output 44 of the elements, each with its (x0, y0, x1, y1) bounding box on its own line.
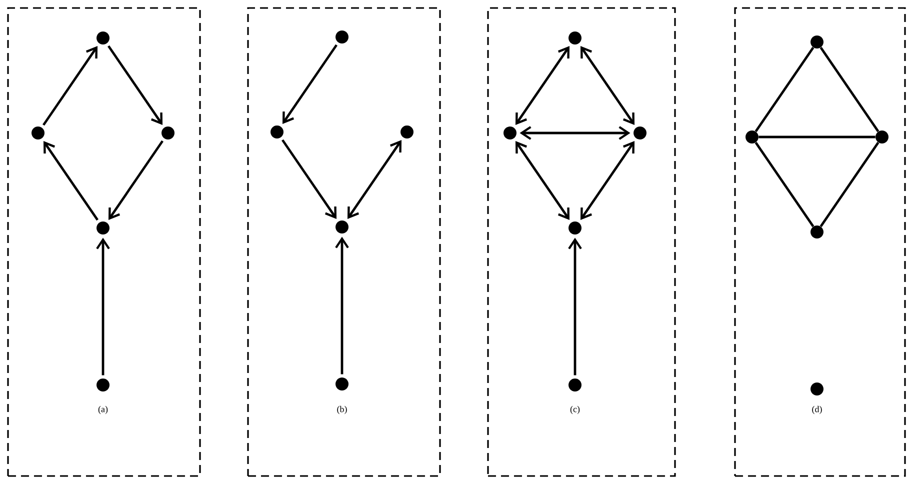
panel-box: (d) (734, 7, 906, 477)
panel-box: (b) (247, 7, 441, 477)
dot (32, 126, 44, 140)
dot (270, 126, 284, 138)
arrow (515, 46, 570, 125)
dot (336, 378, 348, 390)
arrow (580, 46, 635, 125)
arrow (580, 141, 635, 220)
dot (810, 226, 824, 238)
arrow (96, 238, 110, 376)
dot (746, 130, 758, 144)
line (754, 46, 814, 132)
line (820, 46, 880, 132)
line (754, 142, 814, 228)
dot (634, 126, 646, 140)
arrow (515, 141, 570, 220)
panel-box: (a) (7, 7, 201, 477)
dot (568, 378, 582, 392)
arrow (347, 140, 402, 219)
panel-box: (c) (487, 7, 676, 477)
arrow (43, 141, 99, 221)
dot (96, 378, 110, 392)
line (758, 136, 876, 138)
arrow (282, 139, 337, 219)
dot (336, 220, 348, 234)
dot (162, 126, 174, 140)
line (820, 142, 880, 228)
dot (504, 126, 516, 140)
dot (810, 36, 824, 48)
arrow (108, 45, 163, 125)
arrow (335, 236, 349, 374)
dot (568, 32, 582, 44)
arrow (42, 46, 98, 126)
arrow (520, 126, 630, 140)
dot (96, 222, 110, 234)
dot (96, 32, 110, 44)
arrow (108, 140, 164, 220)
arrow (282, 44, 338, 124)
dot (568, 222, 582, 234)
dot (336, 30, 348, 44)
dot (400, 126, 414, 138)
arrow (568, 238, 582, 376)
dot (876, 130, 888, 144)
dot (810, 382, 824, 396)
